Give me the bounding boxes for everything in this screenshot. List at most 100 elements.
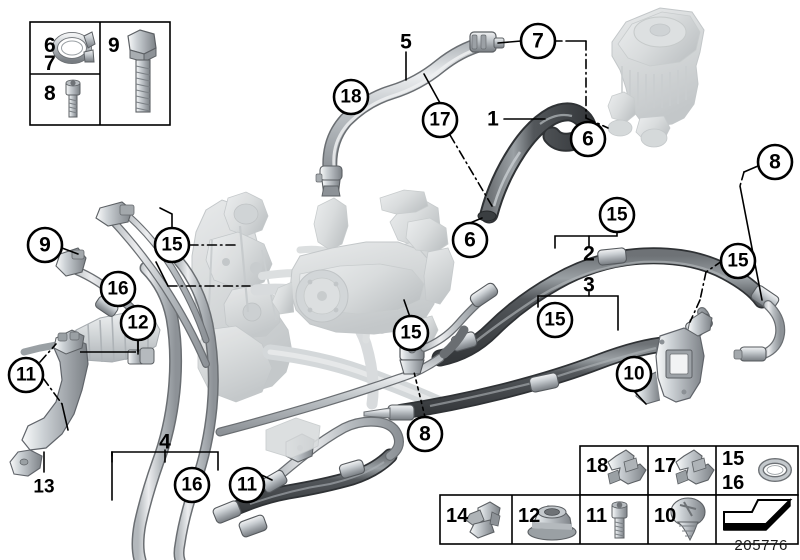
callout-label: 6 bbox=[464, 229, 476, 252]
callout-16: 16 bbox=[173, 466, 211, 504]
callout-5: 5 bbox=[400, 31, 412, 54]
callout-circle bbox=[569, 120, 607, 158]
legend-label-15: 15 bbox=[722, 448, 744, 470]
callout-8: 8 bbox=[756, 143, 794, 181]
callout-circle bbox=[719, 242, 757, 280]
mounting-bracket-13 bbox=[9, 329, 89, 477]
legend-label-11: 11 bbox=[586, 505, 607, 527]
callout-8: 8 bbox=[406, 415, 444, 453]
callout-circle bbox=[26, 226, 64, 264]
tl-label-8: 8 bbox=[44, 82, 56, 105]
callout-label: 11 bbox=[16, 365, 37, 386]
callout-label: 3 bbox=[583, 274, 595, 297]
callout-13: 13 bbox=[33, 477, 54, 498]
icon-bracket-clip-icon bbox=[465, 501, 501, 539]
callout-2: 2 bbox=[583, 243, 595, 266]
callout-label: 18 bbox=[340, 87, 361, 108]
callout-label: 4 bbox=[159, 431, 171, 454]
callout-12: 12 bbox=[119, 304, 157, 342]
callout-label: 17 bbox=[429, 110, 450, 131]
callout-label: 15 bbox=[544, 310, 566, 331]
callout-label: 15 bbox=[606, 205, 628, 226]
callout-circle bbox=[228, 466, 266, 504]
callout-4: 4 bbox=[159, 431, 171, 454]
drawing-number: 205776 bbox=[734, 537, 788, 554]
callout-10: 10 bbox=[615, 355, 653, 393]
callout-17: 17 bbox=[421, 101, 459, 139]
callout-label: 16 bbox=[107, 279, 128, 300]
callout-circle bbox=[173, 466, 211, 504]
callout-circle bbox=[7, 356, 45, 394]
icon-direction-arrow-icon bbox=[723, 498, 793, 531]
callout-15: 15 bbox=[392, 314, 430, 352]
callout-18: 18 bbox=[332, 78, 370, 116]
callout-label: 1 bbox=[487, 108, 499, 131]
legend-label-18: 18 bbox=[586, 455, 608, 477]
callout-9: 9 bbox=[26, 226, 64, 264]
ghost-fluid-reservoir bbox=[607, 7, 705, 148]
callout-circle bbox=[119, 304, 157, 342]
callout-label: 11 bbox=[237, 475, 258, 496]
icon-double-clip-icon-17 bbox=[675, 449, 715, 485]
callout-label: 5 bbox=[400, 31, 412, 54]
legend-label-17: 17 bbox=[654, 455, 676, 477]
callout-15: 15 bbox=[153, 226, 191, 264]
tl-label-6: 6 bbox=[44, 34, 56, 57]
pipe-clip-12 bbox=[127, 347, 155, 365]
icon-socket-head-bolt-icon-11 bbox=[611, 501, 628, 539]
callout-15: 15 bbox=[536, 301, 574, 339]
leader-lines bbox=[39, 40, 763, 501]
legend-box: 18 17 15 16 14 12 11 10 bbox=[439, 445, 799, 545]
callout-circle bbox=[756, 143, 794, 181]
callout-7: 7 bbox=[519, 22, 557, 60]
callout-11: 11 bbox=[7, 356, 45, 394]
callout-circle bbox=[421, 101, 459, 139]
callout-label: 15 bbox=[727, 251, 749, 272]
legend-label-10: 10 bbox=[654, 505, 676, 527]
hose-5-lower-fitting bbox=[315, 165, 343, 197]
callout-circle bbox=[392, 314, 430, 352]
callout-3: 3 bbox=[583, 274, 595, 297]
leader-lines-extra bbox=[80, 340, 139, 353]
mounting-bracket-10 bbox=[635, 311, 713, 405]
tl-label-7: 7 bbox=[44, 52, 56, 75]
callout-16: 16 bbox=[99, 270, 137, 308]
return-hose-5 bbox=[315, 31, 505, 197]
callout-circle bbox=[519, 22, 557, 60]
callout-circle bbox=[332, 78, 370, 116]
callout-circle bbox=[536, 301, 574, 339]
tl-label-9: 9 bbox=[108, 34, 120, 57]
hose-2-right-end-fitting bbox=[733, 346, 767, 362]
callout-label: 15 bbox=[161, 235, 183, 256]
upper-pipe-fitting bbox=[95, 201, 135, 227]
callout-label: 16 bbox=[181, 475, 202, 496]
icon-hex-head-bolt-icon bbox=[127, 29, 157, 113]
callout-label: 15 bbox=[400, 323, 422, 344]
icon-double-clip-icon-18 bbox=[607, 449, 647, 485]
top-left-reference-box: 6 7 8 9 bbox=[29, 21, 171, 126]
callout-label: 7 bbox=[532, 30, 544, 53]
hose-3-left-fitting bbox=[363, 404, 415, 421]
icon-flange-nut-icon bbox=[527, 505, 577, 541]
legend-label-14: 14 bbox=[446, 505, 469, 527]
callout-15: 15 bbox=[719, 242, 757, 280]
callout-11: 11 bbox=[228, 466, 266, 504]
callout-1: 1 bbox=[487, 108, 499, 131]
callout-circle bbox=[451, 221, 489, 259]
callout-label: 8 bbox=[419, 423, 431, 446]
callout-circle bbox=[406, 415, 444, 453]
legend-label-16: 16 bbox=[722, 472, 744, 494]
callout-label: 13 bbox=[33, 477, 54, 498]
icon-hose-clamp-icon bbox=[52, 31, 96, 64]
callout-label: 8 bbox=[769, 151, 781, 174]
callout-label: 12 bbox=[127, 313, 148, 334]
legend-label-12: 12 bbox=[518, 505, 540, 527]
icon-o-ring-icon bbox=[758, 458, 792, 482]
callout-label: 10 bbox=[623, 364, 644, 385]
callout-label: 6 bbox=[582, 128, 594, 151]
icon-pan-head-screw-icon bbox=[670, 497, 706, 542]
callout-circle bbox=[153, 226, 191, 264]
